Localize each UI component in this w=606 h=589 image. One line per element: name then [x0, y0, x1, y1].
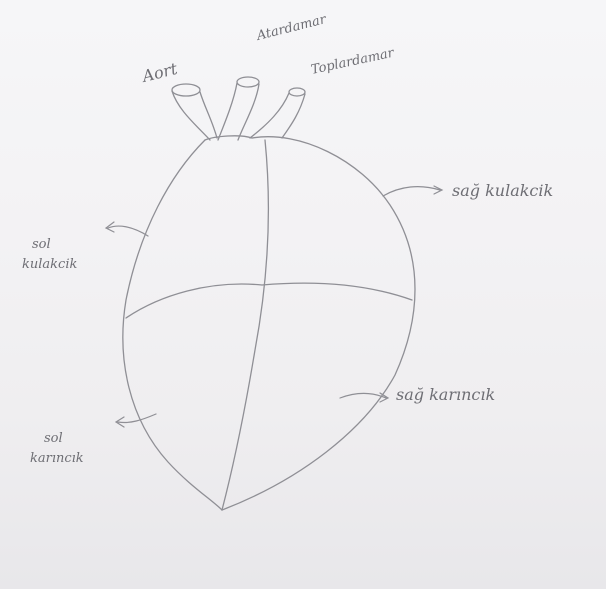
labels: Aort Atardamar Toplardamar sağ kulakcik …	[22, 12, 553, 466]
label-aort: Aort	[138, 59, 179, 87]
label-toplardamar: Toplardamar	[310, 46, 396, 78]
arrow-sol-karincik	[116, 414, 156, 427]
artery-tube	[218, 83, 259, 140]
atrioventricular-line	[126, 283, 412, 318]
label-sag-kulakcik: sağ kulakcik	[452, 181, 553, 200]
label-sol2-line1: sol	[44, 431, 63, 446]
label-sag-karincik: sağ karıncık	[396, 385, 495, 404]
label-sol-kulakcik-line2: kulakcik	[22, 257, 77, 272]
label-sol-line1: sol	[32, 237, 51, 252]
heart-top-left	[205, 136, 252, 140]
aorta-opening	[172, 84, 200, 96]
vessels	[172, 77, 305, 140]
arrow-sol-kulakcik	[106, 222, 148, 236]
artery-opening	[237, 77, 259, 87]
arrow-sag-kulakcik	[383, 186, 442, 196]
heart-outline	[123, 136, 415, 510]
pointer-arrows	[106, 186, 442, 427]
vein-opening	[289, 88, 305, 96]
label-atardamar: Atardamar	[254, 12, 328, 44]
vein-tube	[250, 93, 305, 138]
septum-line	[222, 140, 268, 510]
heart-left-edge	[123, 140, 222, 510]
aorta-tube	[172, 91, 217, 140]
label-sol-karincik-line2: karıncık	[30, 451, 84, 466]
heart-right-edge	[222, 137, 415, 510]
